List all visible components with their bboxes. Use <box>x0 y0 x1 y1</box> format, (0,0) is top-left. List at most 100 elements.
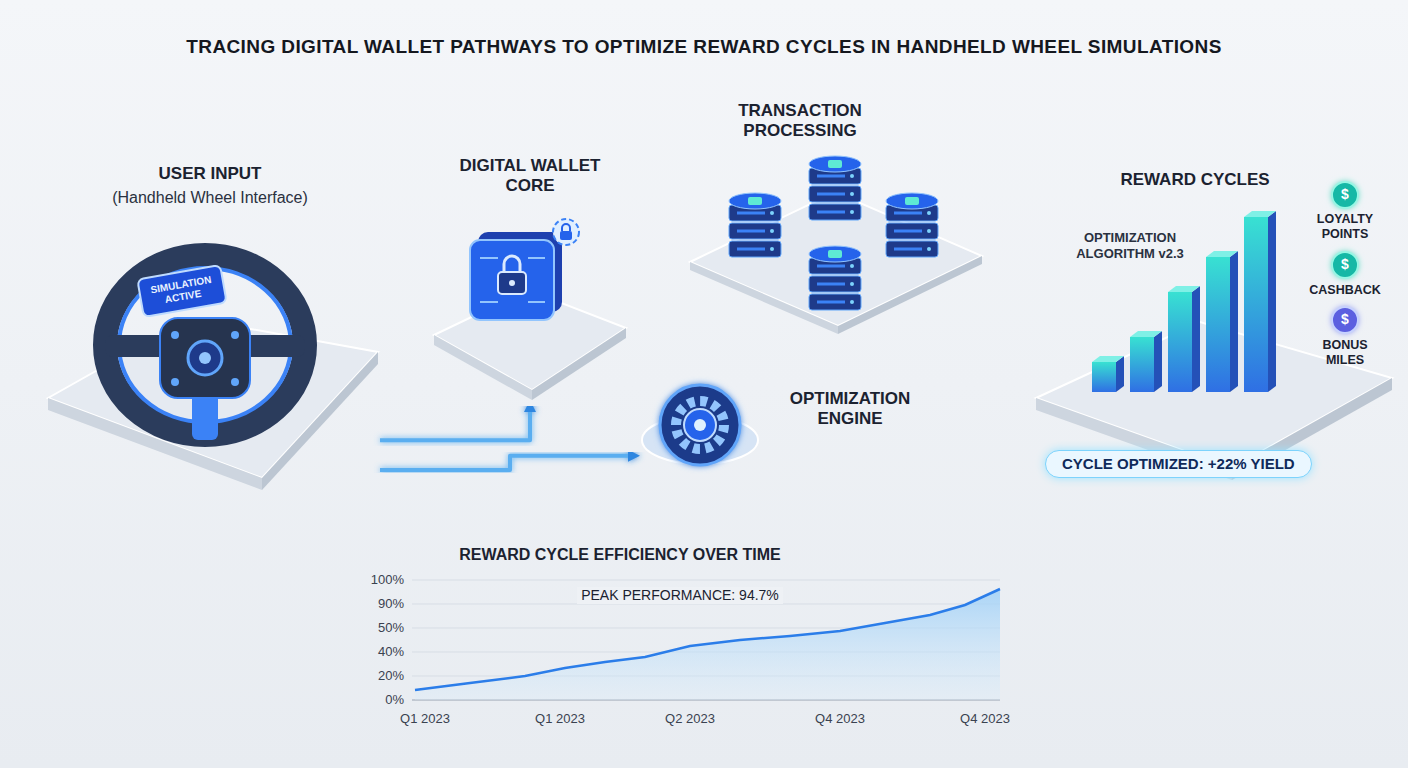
axis-tick-wrap: Q1 2023 <box>385 711 465 727</box>
axis-tick-wrap: Q1 2023 <box>520 711 600 727</box>
coin-symbol: $ <box>1335 186 1355 203</box>
reward-bars <box>1116 356 1124 392</box>
wallet-platform: DIGITAL WALLET CORE <box>430 150 630 400</box>
wallet-icon <box>470 219 579 320</box>
reward-type: BONUS MILES <box>1309 338 1381 368</box>
reward-type: CASHBACK <box>1300 283 1390 298</box>
steering-wheel <box>199 352 211 364</box>
coin-symbol-wrap: $ <box>1335 311 1355 328</box>
node-heading: TRANSACTION PROCESSING <box>710 101 890 142</box>
axis-tick: 40% <box>354 644 404 660</box>
steering-wheel <box>231 331 239 339</box>
server-icons <box>809 156 861 220</box>
node-heading: REWARD CYCLES <box>1105 170 1285 190</box>
axis-tick: 0% <box>354 692 404 708</box>
steering-wheel <box>171 378 179 386</box>
node-heading: OPTIMIZATION ENGINE <box>760 389 940 430</box>
title-wrap: TRACING DIGITAL WALLET PATHWAYS TO OPTIM… <box>0 36 1408 59</box>
axis-tick-wrap: Q4 2023 <box>945 711 1025 727</box>
axis-tick-wrap: 90% <box>354 596 404 612</box>
steering-wheel <box>171 331 179 339</box>
reward-coin <box>1332 252 1358 278</box>
line-chart <box>412 580 1000 700</box>
axis-tick: Q4 2023 <box>945 711 1025 727</box>
axis-tick: Q4 2023 <box>800 711 880 727</box>
reward-type-wrap: CASHBACK <box>1300 283 1390 298</box>
axis-tick: 50% <box>354 620 404 636</box>
reward-bars <box>1244 211 1276 217</box>
algorithm-note: OPTIMIZATION ALGORITHM v2.3 <box>1055 230 1205 261</box>
diagram-title: TRACING DIGITAL WALLET PATHWAYS TO OPTIM… <box>186 36 1221 59</box>
flow-connector <box>380 412 530 440</box>
reward-bars <box>1192 286 1200 392</box>
input-platform: USER INPUT (Handheld Wheel Interface) <box>40 158 380 490</box>
reward-bars <box>1206 257 1230 392</box>
axis-tick: 100% <box>354 572 404 588</box>
steering-wheel <box>188 341 222 375</box>
wallet-icon <box>470 240 554 320</box>
gear-icon <box>660 385 740 465</box>
flow-connector <box>997 297 1030 301</box>
coin-symbol: $ <box>1335 256 1355 273</box>
coin-symbol: $ <box>1335 311 1355 328</box>
wallet-icon <box>480 258 545 302</box>
axis-tick: 90% <box>354 596 404 612</box>
reward-coin <box>1332 307 1358 333</box>
axis-tick-wrap: 0% <box>354 692 404 708</box>
steering-wheel <box>160 318 250 398</box>
axis-tick-wrap: Q4 2023 <box>800 711 880 727</box>
status-pill: CYCLE OPTIMIZED: +22% YIELD <box>1045 450 1312 478</box>
server-icons <box>729 193 781 257</box>
coin-symbol-wrap: $ <box>1335 186 1355 203</box>
wallet-icon <box>498 272 526 294</box>
reward-platform: REWARD CYCLES OPTIMIZATION ALGORITHM v2.3… <box>1030 160 1395 490</box>
axis-tick: Q2 2023 <box>650 711 730 727</box>
wallet-icon <box>560 231 572 240</box>
steering-wheel <box>137 265 226 317</box>
reward-bars <box>1244 217 1268 392</box>
reward-bars <box>1130 331 1162 337</box>
platform <box>48 192 1392 490</box>
line-chart <box>415 589 1000 690</box>
flow-connector <box>960 440 1018 444</box>
line-chart <box>415 589 1000 700</box>
reward-bars <box>1268 211 1276 392</box>
axis-tick: Q1 2023 <box>385 711 465 727</box>
gear-icon <box>676 401 724 449</box>
reward-bars <box>1154 331 1162 392</box>
chart-annotation-wrap: PEAK PERFORMANCE: 94.7% <box>550 586 810 604</box>
platform <box>532 328 626 400</box>
axis-tick-wrap: 40% <box>354 644 404 660</box>
reward-bars <box>1168 286 1200 292</box>
engine-node: OPTIMIZATION ENGINE <box>640 375 960 470</box>
platform <box>434 335 532 400</box>
status-text: CYCLE OPTIMIZED: +22% YIELD <box>1062 455 1295 473</box>
gear-icon <box>642 385 758 465</box>
reward-bars <box>1230 251 1238 392</box>
node-subtitle: (Handheld Wheel Interface) <box>40 188 380 207</box>
steering-wheel <box>231 378 239 386</box>
flow-connector <box>630 261 668 265</box>
steering-wheel <box>105 255 305 440</box>
node-heading: DIGITAL WALLET CORE <box>445 156 615 197</box>
reward-coin <box>1332 182 1358 333</box>
chart-annotation: PEAK PERFORMANCE: 94.7% <box>577 587 783 604</box>
server-icons <box>886 193 938 257</box>
axis-tick: 20% <box>354 668 404 684</box>
processing-platform: TRANSACTION PROCESSING <box>680 95 985 335</box>
node-heading: USER INPUT <box>40 164 380 184</box>
reward-bars <box>1092 356 1124 362</box>
reward-bars <box>1130 337 1154 392</box>
reward-type-wrap: LOYALTY POINTS <box>1309 212 1381 242</box>
reward-bars <box>1092 362 1116 392</box>
axis-tick-wrap: Q2 2023 <box>650 711 730 727</box>
wallet-icon <box>504 256 520 272</box>
axis-tick: Q1 2023 <box>520 711 600 727</box>
gear-icon <box>694 419 706 431</box>
wallet-icon <box>509 280 515 286</box>
flow-connector <box>380 456 628 470</box>
server-icons <box>729 156 938 310</box>
chart-title: REWARD CYCLE EFFICIENCY OVER TIME <box>370 545 870 564</box>
